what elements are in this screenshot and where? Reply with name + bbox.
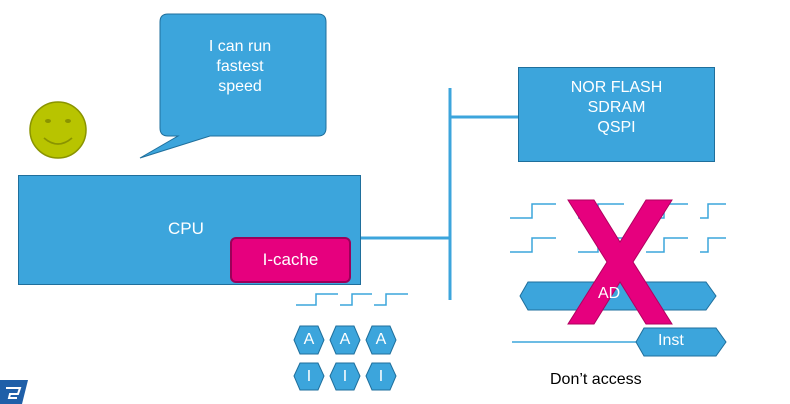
inst-hex: [365, 362, 397, 391]
slow-clock-waveform-1: [510, 203, 726, 219]
inst-hex: [293, 362, 325, 391]
memory-box: NOR FLASH SDRAM QSPI: [518, 67, 715, 162]
inst-hex-label: I: [342, 368, 348, 385]
icache-label: I-cache: [262, 250, 319, 269]
icache-box: I-cache: [230, 237, 351, 283]
cross-icon: [567, 199, 673, 325]
inst-bus-hex: [635, 327, 727, 357]
addr-data-label: AD: [598, 285, 621, 302]
inst-hex: [329, 362, 361, 391]
logo-icon: [0, 380, 28, 404]
speech-line: speed: [218, 78, 262, 95]
speech-bubble: [139, 13, 327, 159]
speech-bubble-text: I can run fastest speed: [160, 22, 320, 97]
addr-hex-label: A: [303, 331, 315, 348]
smiley-icon: [29, 101, 87, 159]
addr-hex-label: A: [375, 331, 387, 348]
memory-line: SDRAM: [587, 99, 646, 116]
addr-hex: [293, 325, 325, 355]
system-bus: [359, 88, 518, 300]
inst-hex-label: I: [306, 368, 312, 385]
addr-data-bus-hex: [519, 281, 717, 311]
memory-line: NOR FLASH: [570, 79, 663, 96]
inst-hex-label: I: [378, 368, 384, 385]
speech-line: I can run: [208, 38, 272, 55]
caption: Don’t access: [550, 371, 642, 388]
fast-clock-waveform: [296, 293, 408, 306]
inst-label: Inst: [658, 332, 684, 349]
memory-line: QSPI: [597, 119, 636, 136]
cpu-label: CPU: [168, 219, 204, 238]
addr-hex: [365, 325, 397, 355]
addr-hex-label: A: [339, 331, 351, 348]
speech-line: fastest: [216, 58, 264, 75]
addr-hex: [329, 325, 361, 355]
addr-hex-row: [293, 325, 397, 355]
inst-hex-row: [293, 362, 397, 391]
